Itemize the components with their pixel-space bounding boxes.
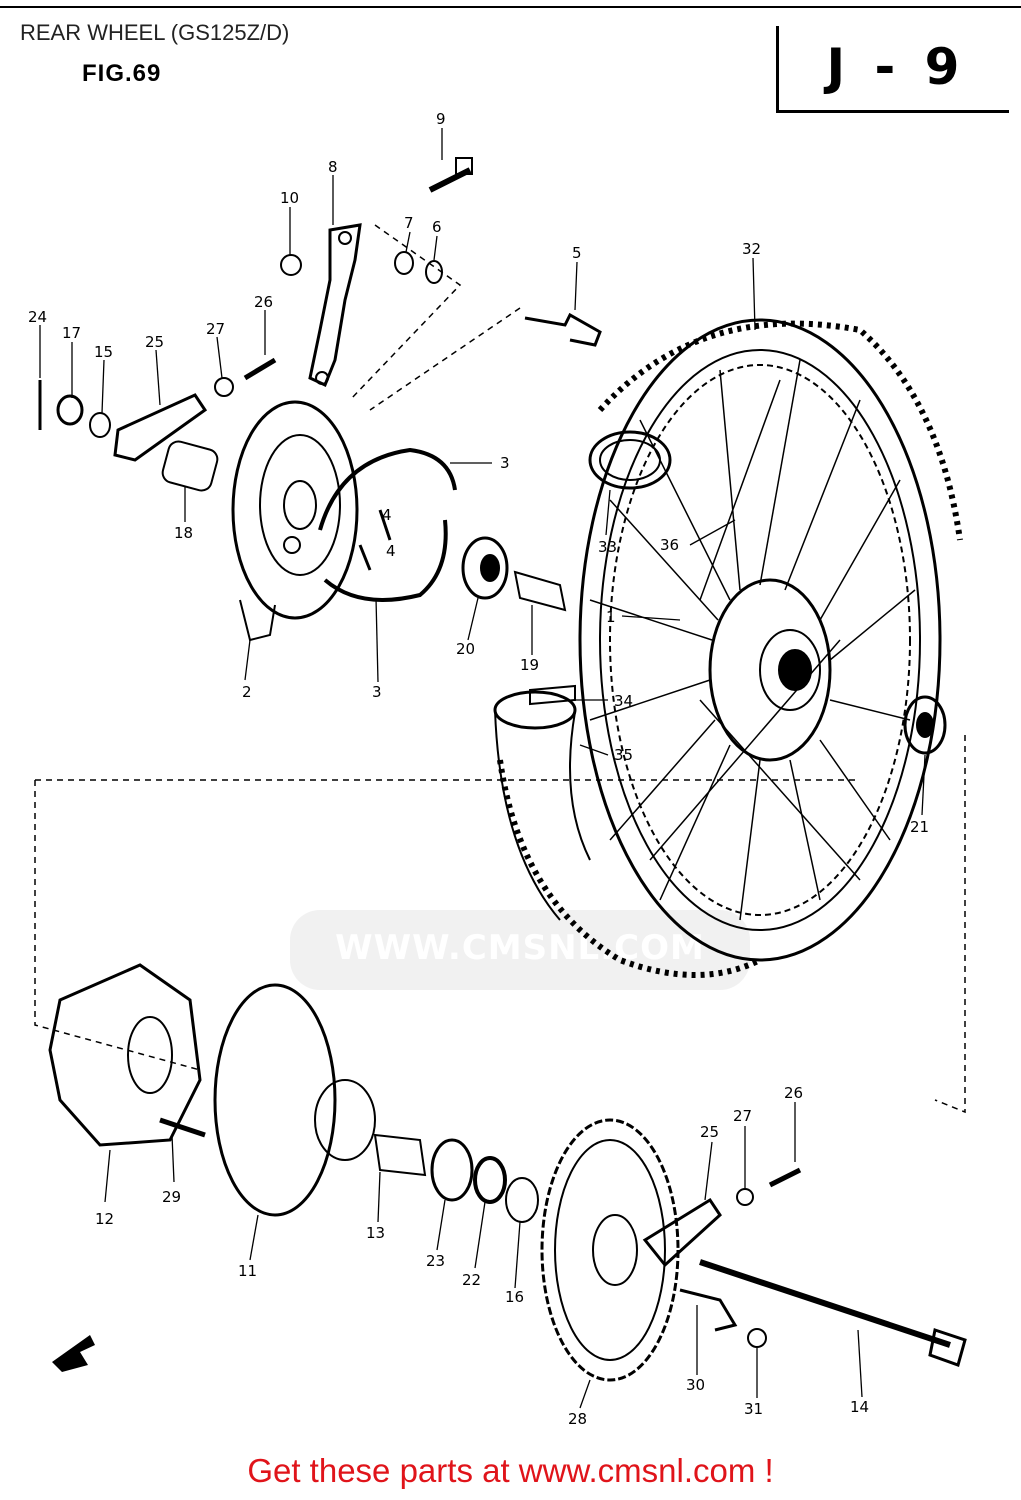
callout-13: 13 — [366, 1224, 385, 1242]
callout-23: 23 — [426, 1252, 445, 1270]
spacer-16 — [505, 1177, 539, 1223]
callout-3-upper: 3 — [500, 454, 510, 472]
bearing-20 — [461, 536, 509, 600]
callout-25-bottom: 25 — [700, 1123, 719, 1141]
callout-25-top: 25 — [145, 333, 164, 351]
callout-4-lower: 4 — [386, 542, 396, 560]
nut-27-right — [736, 1188, 754, 1206]
callout-8: 8 — [328, 158, 338, 176]
callout-29: 29 — [162, 1188, 181, 1206]
stud-29 — [159, 1117, 206, 1138]
wheel-damper-12 — [48, 963, 202, 1147]
callout-18: 18 — [174, 524, 193, 542]
footer-link-text[interactable]: Get these parts at www.cmsnl.com ! — [247, 1452, 774, 1489]
cam-lever — [308, 223, 362, 388]
stopper-30 — [679, 1288, 738, 1332]
leader-lines — [39, 128, 926, 1409]
diagram-title: REAR WHEEL (GS125Z/D) — [20, 20, 290, 45]
callout-36: 36 — [660, 536, 679, 554]
spacer-13 — [373, 1133, 427, 1177]
callout-27-bottom: 27 — [733, 1107, 752, 1125]
callout-21: 21 — [910, 818, 929, 836]
callout-30: 30 — [686, 1376, 705, 1394]
nut-17 — [56, 394, 84, 426]
callout-20: 20 — [456, 640, 475, 658]
bolt-26 — [243, 357, 277, 381]
arrow-icon — [52, 1335, 95, 1372]
chain-adjuster-25 — [113, 393, 208, 462]
callout-19: 19 — [520, 656, 539, 674]
callout-12: 12 — [95, 1210, 114, 1228]
callout-6: 6 — [432, 218, 442, 236]
callout-33: 33 — [598, 538, 617, 556]
callout-26-bottom: 26 — [784, 1084, 803, 1102]
bearing-23 — [430, 1138, 474, 1202]
sprocket-drum-11 — [213, 983, 376, 1217]
callout-24: 24 — [28, 308, 47, 326]
chain-adjuster-25-right — [642, 1197, 722, 1268]
nut-10 — [280, 254, 302, 276]
figure-label: FIG.69 — [82, 60, 162, 87]
brake-panel — [231, 400, 359, 642]
callout-26-top: 26 — [254, 293, 273, 311]
assembly-outlines — [34, 224, 966, 1114]
top-border-line — [0, 6, 1021, 8]
callout-10: 10 — [280, 189, 299, 207]
nut-31 — [747, 1328, 767, 1348]
watermark-badge — [290, 910, 750, 990]
callout-31: 31 — [744, 1400, 763, 1418]
washer-7 — [394, 251, 414, 275]
axle-14 — [699, 1259, 951, 1348]
callout-7: 7 — [404, 214, 414, 232]
callout-2: 2 — [242, 683, 252, 701]
callout-27-top: 27 — [206, 320, 225, 338]
callout-4-upper: 4 — [382, 506, 392, 524]
callout-22: 22 — [462, 1271, 481, 1289]
bolt-26-right — [768, 1167, 802, 1188]
wear-indicator-5 — [524, 312, 602, 347]
axle-head — [928, 1328, 967, 1367]
bearing-20-core — [480, 554, 500, 582]
callout-34: 34 — [614, 692, 633, 710]
nut-27 — [214, 377, 234, 397]
callout-5: 5 — [572, 244, 582, 262]
callout-28: 28 — [568, 1410, 587, 1428]
callout-11: 11 — [238, 1262, 257, 1280]
callout-14: 14 — [850, 1398, 869, 1416]
brake-shoes — [318, 447, 457, 602]
spacer-19 — [513, 570, 567, 612]
spacer-18 — [161, 440, 219, 492]
page-code: J - 9 — [826, 38, 966, 96]
watermark-text: WWW.CMSNL.COM — [335, 928, 705, 968]
bolt-9 — [428, 157, 473, 193]
callout-9: 9 — [436, 110, 446, 128]
washer-6 — [425, 260, 443, 284]
callout-16: 16 — [505, 1288, 524, 1306]
callout-32: 32 — [742, 240, 761, 258]
callout-15: 15 — [94, 343, 113, 361]
callout-35: 35 — [614, 746, 633, 764]
rear-sprocket-28 — [540, 1118, 680, 1382]
callout-3-lower: 3 — [372, 683, 382, 701]
callout-1: 1 — [606, 608, 616, 626]
page-code-box — [776, 26, 1009, 113]
callout-17: 17 — [62, 324, 81, 342]
washer-15 — [89, 412, 111, 438]
oil-seal-22 — [473, 1156, 507, 1204]
rear-wheel-assembly — [493, 318, 963, 978]
